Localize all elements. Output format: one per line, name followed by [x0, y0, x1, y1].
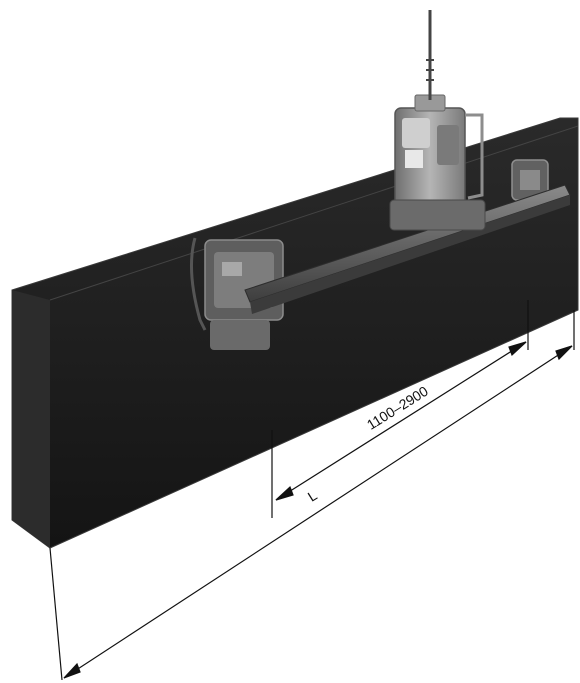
arrowhead-range-right: [508, 341, 527, 357]
dimension-line-range: [275, 341, 527, 501]
vacuum-lifter-icon: [389, 94, 486, 231]
plate: [11, 117, 579, 549]
arrowhead-total-left: [63, 662, 81, 679]
dimension-total-label: L: [305, 487, 320, 505]
extension-line-outer-left: [49, 547, 63, 681]
dimension-line-total: [63, 345, 573, 679]
arrowhead-total-right: [555, 345, 573, 361]
antenna-icon: [426, 10, 434, 100]
dimension-lines: [49, 300, 575, 681]
arrowhead-range-left: [275, 485, 294, 501]
